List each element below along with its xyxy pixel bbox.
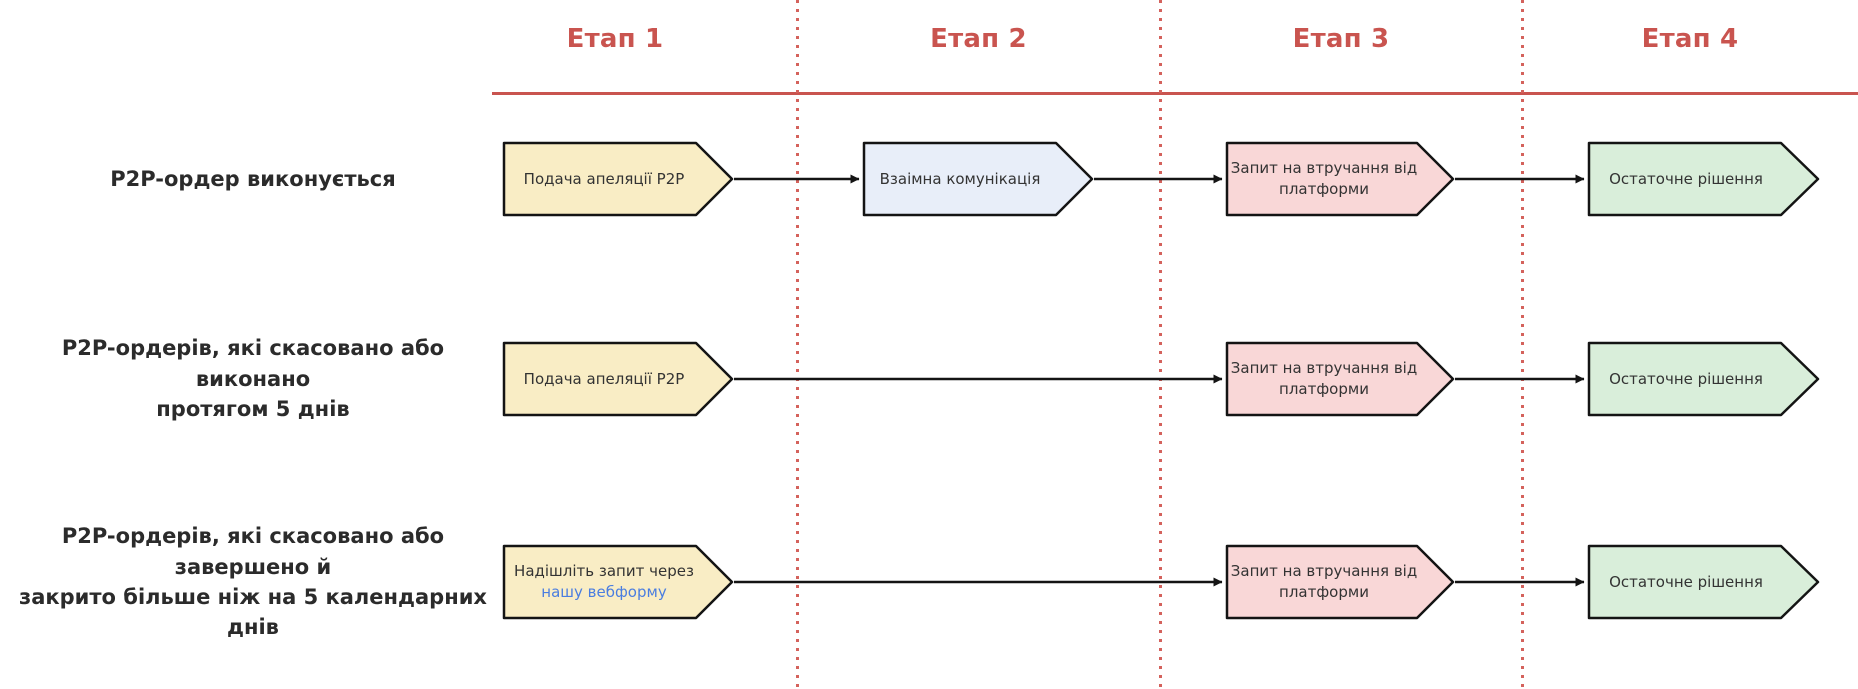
row-label-line: протягом 5 днів (156, 397, 350, 422)
row-label-line: P2P-ордерів, які скасовано або завершено… (61, 524, 445, 579)
row-label-closed-over-5-days: P2P-ордерів, які скасовано або завершено… (18, 524, 488, 639)
step-box-final-decision-r3 (1587, 544, 1820, 620)
stage-divider-2 (1159, 0, 1162, 689)
stage-header-2: Етап 2 (930, 24, 1027, 54)
stage-header-3: Етап 3 (1292, 24, 1390, 54)
step-box-final-decision-r2 (1587, 341, 1820, 417)
row-label-cancelled-5-days: P2P-ордерів, які скасовано або виконано … (18, 336, 488, 421)
row-label-line: P2P-ордер виконується (110, 166, 396, 191)
step-box-appeal-r1 (502, 141, 734, 217)
stage-divider-3 (1521, 0, 1524, 689)
row-label-order-executing: P2P-ордер виконується (18, 143, 488, 215)
step-box-platform-intervention-r1 (1225, 141, 1455, 217)
stage-header-4: Етап 4 (1641, 24, 1739, 54)
stage-header-1: Етап 1 (566, 24, 664, 54)
step-box-webform-request-r3 (502, 544, 734, 620)
webform-link[interactable]: нашу вебформу (541, 583, 667, 601)
row-label-line: закрито більше ніж на 5 календарних днів (19, 585, 487, 640)
stage-header-rule (492, 92, 1858, 95)
step-box-platform-intervention-r3 (1225, 544, 1455, 620)
stage-divider-1 (796, 0, 799, 689)
step-box-appeal-r2 (502, 341, 734, 417)
step-box-final-decision-r1 (1587, 141, 1820, 217)
step-box-platform-intervention-r2 (1225, 341, 1455, 417)
row-label-line: P2P-ордерів, які скасовано або виконано (61, 336, 445, 391)
step-box-communication-r1 (862, 141, 1094, 217)
